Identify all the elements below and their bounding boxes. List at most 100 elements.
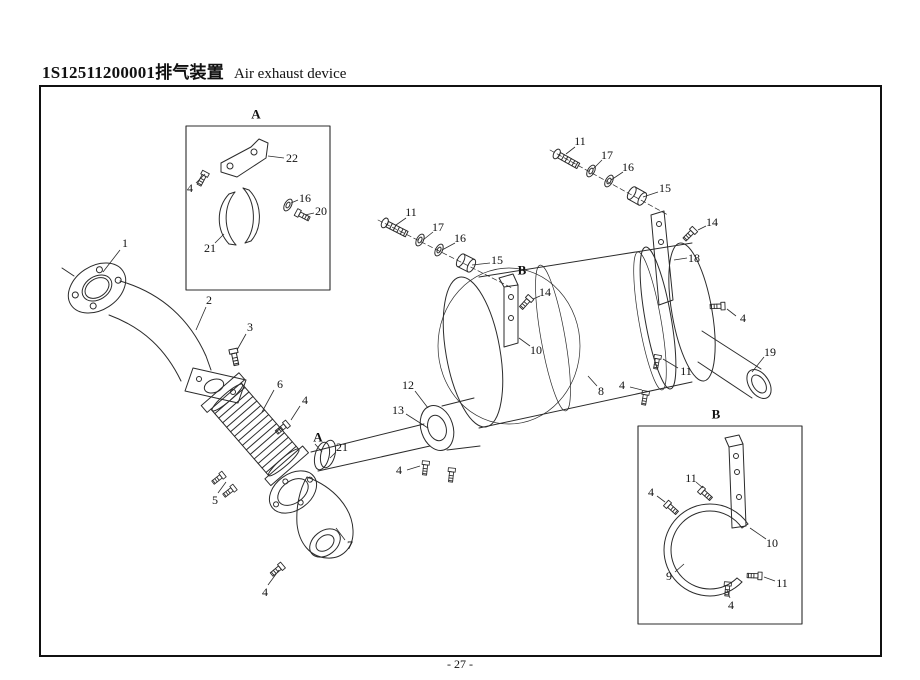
muffler-body xyxy=(437,242,716,429)
page-number: - 27 - xyxy=(447,657,473,671)
part-callout-10: 10 xyxy=(530,343,542,357)
part-callout-6: 6 xyxy=(277,377,283,391)
region-label-A: A xyxy=(251,107,261,122)
part-callout-5: 5 xyxy=(212,493,218,507)
part-callout-4: 4 xyxy=(262,585,268,599)
part-callout-11: 11 xyxy=(680,364,692,378)
catalyst-junction xyxy=(268,423,431,559)
part-callout-17: 17 xyxy=(601,148,613,162)
leader-line-4 xyxy=(406,465,421,471)
leader-line-15 xyxy=(642,191,659,198)
part-callout-16: 16 xyxy=(299,191,311,205)
part-callout-10: 10 xyxy=(766,536,778,550)
part-callout-11: 11 xyxy=(685,471,697,485)
muffler-inlet xyxy=(419,397,481,451)
part-callout-4: 4 xyxy=(728,598,734,612)
leader-line-4 xyxy=(629,386,643,391)
title-main: 1S12511200001排气装置 xyxy=(42,63,224,82)
leader-line-16 xyxy=(441,242,456,251)
leader-line-4 xyxy=(656,495,666,503)
leader-line-19 xyxy=(751,356,765,373)
part-callout-15: 15 xyxy=(491,253,503,267)
hanger-bracket-right xyxy=(639,210,677,390)
leader-line-10 xyxy=(749,527,767,540)
fastener-stack-right xyxy=(549,147,669,216)
part-callout-11: 11 xyxy=(574,134,586,148)
region-label-B: B xyxy=(712,407,721,422)
leader-line-11 xyxy=(695,481,704,489)
stud-5a xyxy=(210,470,227,486)
leader-line-2 xyxy=(195,306,207,331)
part-callout-16: 16 xyxy=(622,160,634,174)
leader-line-11 xyxy=(662,358,679,369)
bolt-4-clamp21 xyxy=(273,419,291,436)
leader-line-A xyxy=(314,443,323,453)
leader-line-7 xyxy=(335,527,346,541)
part-callout-13: 13 xyxy=(392,403,404,417)
part-callout-17: 17 xyxy=(432,220,444,234)
page-border xyxy=(39,85,882,657)
inlet-flange xyxy=(61,262,127,314)
leader-line-12 xyxy=(414,390,429,409)
detail-a-content xyxy=(195,138,312,246)
page-title: 1S12511200001排气装置 Air exhaust device xyxy=(42,58,346,83)
part-callout-16: 16 xyxy=(454,231,466,245)
leader-line-11 xyxy=(763,576,776,582)
leader-line-11 xyxy=(395,217,407,226)
leader-line-21 xyxy=(214,233,225,244)
part-callout-11: 11 xyxy=(405,205,417,219)
detail-box-a xyxy=(185,125,331,291)
leader-line-1 xyxy=(102,249,121,273)
part-callout-11: 11 xyxy=(776,576,788,590)
bolt-4-inlet-a xyxy=(420,460,430,476)
leader-line-15 xyxy=(471,262,491,266)
part-callout-4: 4 xyxy=(740,311,746,325)
fastener-stack-left xyxy=(377,216,513,289)
title-english: Air exhaust device xyxy=(233,66,347,82)
leader-line-11 xyxy=(565,146,576,155)
bolt-3 xyxy=(228,347,242,367)
part-callout-1: 1 xyxy=(122,236,128,250)
part-callout-21: 21 xyxy=(336,440,348,454)
part-callout-4: 4 xyxy=(187,181,193,195)
tail-pipe xyxy=(697,330,772,399)
leader-line-10 xyxy=(518,337,531,347)
region-label-B: B xyxy=(518,263,527,278)
part-callout-9: 9 xyxy=(666,569,672,583)
leader-line-4 xyxy=(726,308,737,317)
part-callout-2: 2 xyxy=(206,293,212,307)
part-callout-12: 12 xyxy=(402,378,414,392)
leader-line-13 xyxy=(405,413,429,429)
detail-box-b xyxy=(637,425,803,625)
leader-line-6 xyxy=(261,389,275,413)
part-code: 1S12511200001 xyxy=(42,63,156,82)
part-callout-14: 14 xyxy=(706,215,718,229)
leader-line-4 xyxy=(726,589,731,599)
part-callout-21: 21 xyxy=(204,241,216,255)
flex-bellows xyxy=(200,372,310,487)
leader-line-20 xyxy=(304,212,315,216)
leader-line-16 xyxy=(610,171,624,181)
part-callout-19: 19 xyxy=(764,345,776,359)
stud-5b xyxy=(221,483,238,499)
part-callout-14: 14 xyxy=(539,285,551,299)
hanger-bracket-middle xyxy=(498,273,519,348)
leader-line-17 xyxy=(592,159,603,170)
leader-line-5 xyxy=(217,481,227,494)
part-callout-3: 3 xyxy=(247,320,253,334)
leader-line-9 xyxy=(674,563,685,573)
leader-line-4 xyxy=(290,405,301,421)
part-callout-4: 4 xyxy=(396,463,402,477)
leader-line-14 xyxy=(532,295,541,300)
part-callout-22: 22 xyxy=(286,151,298,165)
bolt-14-right xyxy=(681,225,699,243)
title-chinese: 排气装置 xyxy=(155,63,224,82)
leader-line-22 xyxy=(267,155,285,159)
part-callout-4: 4 xyxy=(648,485,654,499)
diagram-artwork xyxy=(61,125,803,625)
leader-line-18 xyxy=(673,257,688,261)
part-callout-18: 18 xyxy=(688,251,700,265)
leader-line-8 xyxy=(587,375,598,387)
